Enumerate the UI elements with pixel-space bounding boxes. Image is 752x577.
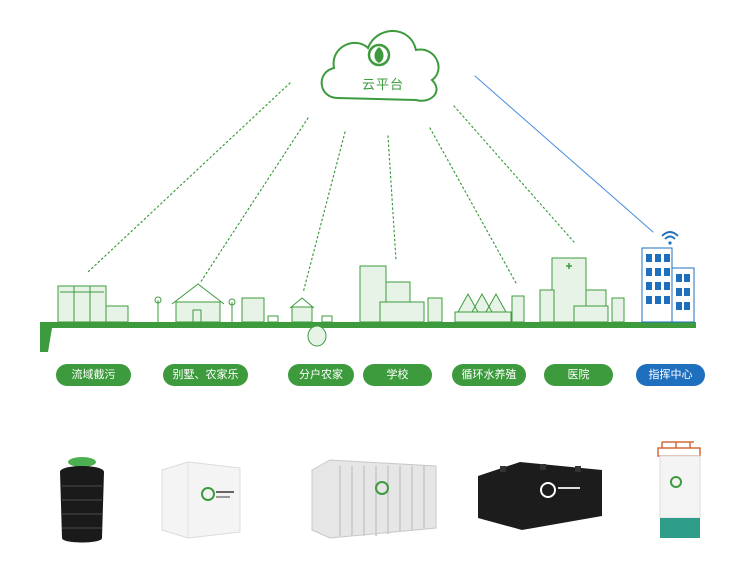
ground <box>40 322 696 352</box>
connector-line-blue <box>474 75 654 233</box>
connector-line <box>453 105 575 243</box>
category-label-villa: 别墅、农家乐 <box>163 364 248 386</box>
connector-line <box>199 117 309 284</box>
scene-school <box>359 265 443 323</box>
scene-single-house <box>289 297 333 347</box>
category-label-household: 分户农家 <box>288 364 354 386</box>
connector-line <box>87 82 291 273</box>
product-container-unit <box>311 459 437 539</box>
scene-command-center <box>641 231 695 323</box>
cloud-platform-label: 云平台 <box>361 78 404 93</box>
scene-villa <box>154 283 279 323</box>
connector-line <box>302 131 346 294</box>
product-black-tank <box>478 462 602 530</box>
category-label-watershed: 流域截污 <box>56 364 131 386</box>
category-label-hospital: 医院 <box>544 364 613 386</box>
connector-line <box>429 127 517 284</box>
cloud-platform <box>320 30 440 102</box>
scene-aquaculture <box>454 292 525 323</box>
category-label-school: 学校 <box>363 364 432 386</box>
category-label-aquaculture: 循环水养殖 <box>452 364 526 386</box>
connector-lines <box>87 75 654 294</box>
scene-rural-houses <box>57 285 129 323</box>
connector-line <box>387 135 397 261</box>
cloud-leaf-logo-icon <box>367 43 391 67</box>
wifi-icon <box>661 231 679 240</box>
scene-hospital <box>539 257 625 323</box>
product-underground-tank <box>60 457 104 543</box>
product-white-cabinet <box>161 461 241 539</box>
category-label-command-center: 指挥中心 <box>636 364 705 386</box>
product-cylindrical-tower <box>657 441 701 538</box>
